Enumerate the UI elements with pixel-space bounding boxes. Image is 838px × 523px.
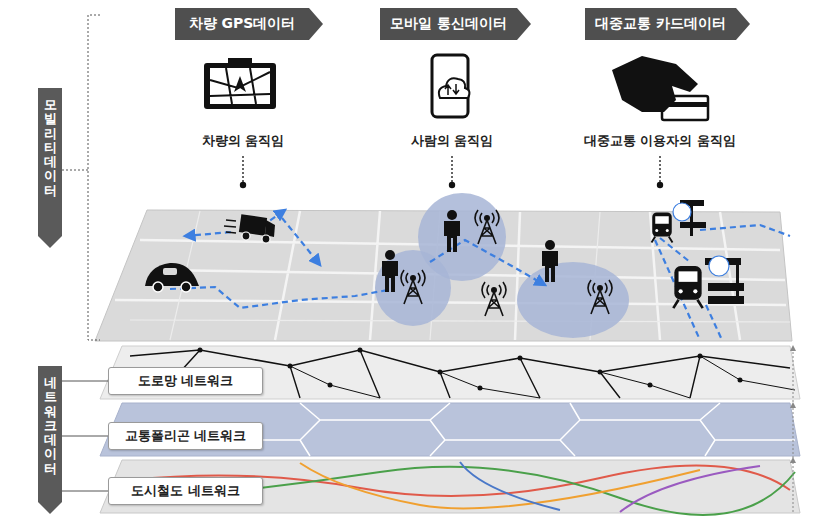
layer-label-box: 도시철도 네트워크: [108, 477, 263, 505]
data-banner: 모바일 통신데이터: [380, 8, 531, 40]
gps-icon: [204, 58, 276, 109]
data-banner: 차량 GPS데이터: [175, 8, 323, 40]
data-banner: 대중교통 카드데이터: [585, 8, 750, 40]
mobility-map: [95, 193, 792, 341]
group-banner: 네트워크데이터: [38, 366, 62, 514]
banner-outline: [38, 88, 62, 248]
node-text: 모바일 통신데이터: [390, 15, 507, 33]
banner-outline: [38, 366, 62, 514]
rail-layer: [100, 460, 800, 515]
road-layer: [100, 346, 800, 399]
node-text: 도로망 네트워크: [138, 373, 234, 388]
node-text: 네트워크데이터: [44, 376, 57, 476]
node-text: 교통폴리곤 네트워크: [125, 428, 247, 443]
phone-icon: [432, 55, 469, 117]
leader-dots: [240, 182, 663, 188]
banner-outline: [380, 8, 531, 40]
movement-caption: 대중교통 이용자의 움직임: [550, 132, 770, 150]
movement-caption: 차량의 움직임: [133, 132, 353, 150]
stack-arrows: [793, 348, 794, 512]
banner-outline: [175, 8, 323, 40]
node-text: 차량 GPS데이터: [189, 15, 296, 33]
banner-outline: [585, 8, 750, 40]
movement-caption: 사람의 움직임: [342, 132, 562, 150]
polygon-layer: [100, 403, 800, 456]
node-text: 모빌리티데이터: [44, 98, 57, 198]
leader-lines: [243, 156, 660, 182]
layer-label-box: 도로망 네트워크: [108, 367, 263, 395]
group-banner: 모빌리티데이터: [38, 88, 62, 248]
node-text: 도시철도 네트워크: [131, 483, 240, 498]
card-icon: [612, 56, 708, 120]
layer-ticks: [62, 381, 108, 491]
node-text: 대중교통 카드데이터: [595, 15, 726, 33]
brackets: [62, 15, 100, 340]
layer-label-box: 교통폴리곤 네트워크: [108, 422, 263, 450]
